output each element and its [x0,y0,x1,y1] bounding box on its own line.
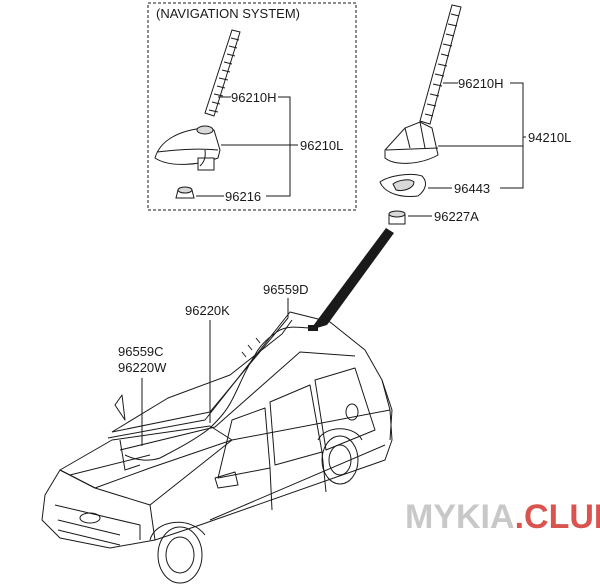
label-std-nut: 96227A [434,209,479,224]
std-antenna-rod [419,4,462,125]
navigation-system-box [147,2,357,211]
std-antenna-pad [379,173,426,197]
label-std-pad: 96443 [454,181,490,196]
std-leader-lines [408,82,526,217]
watermark-part1: MYKIA [405,498,515,536]
std-antenna-nut [388,210,406,225]
label-std-rod: 96210H [458,76,504,91]
label-cable-roof: 96559D [263,282,309,297]
label-cable-w: 96220W [118,360,167,375]
label-nav-assembly: 96210L [300,138,343,153]
antenna-cable [119,325,318,471]
label-nav-rod: 96210H [231,90,277,105]
label-std-assembly: 94210L [528,130,571,145]
navigation-system-title: (NAVIGATION SYSTEM) [156,6,300,21]
watermark-part2: .CLUB [515,498,600,536]
nav-antenna-base [154,125,221,171]
label-cable-k: 96220K [185,303,230,318]
nav-antenna-nut [175,186,195,199]
label-cable-c: 96559C [118,344,164,359]
std-antenna-base [384,121,439,164]
nav-antenna-rod [204,29,241,117]
label-nav-nut: 96216 [225,189,261,204]
mount-indicator-arrow [310,228,394,330]
watermark: MYKIA.CLUB [405,498,600,536]
nav-leader-lines [196,96,298,197]
vehicle-outline [41,311,393,584]
